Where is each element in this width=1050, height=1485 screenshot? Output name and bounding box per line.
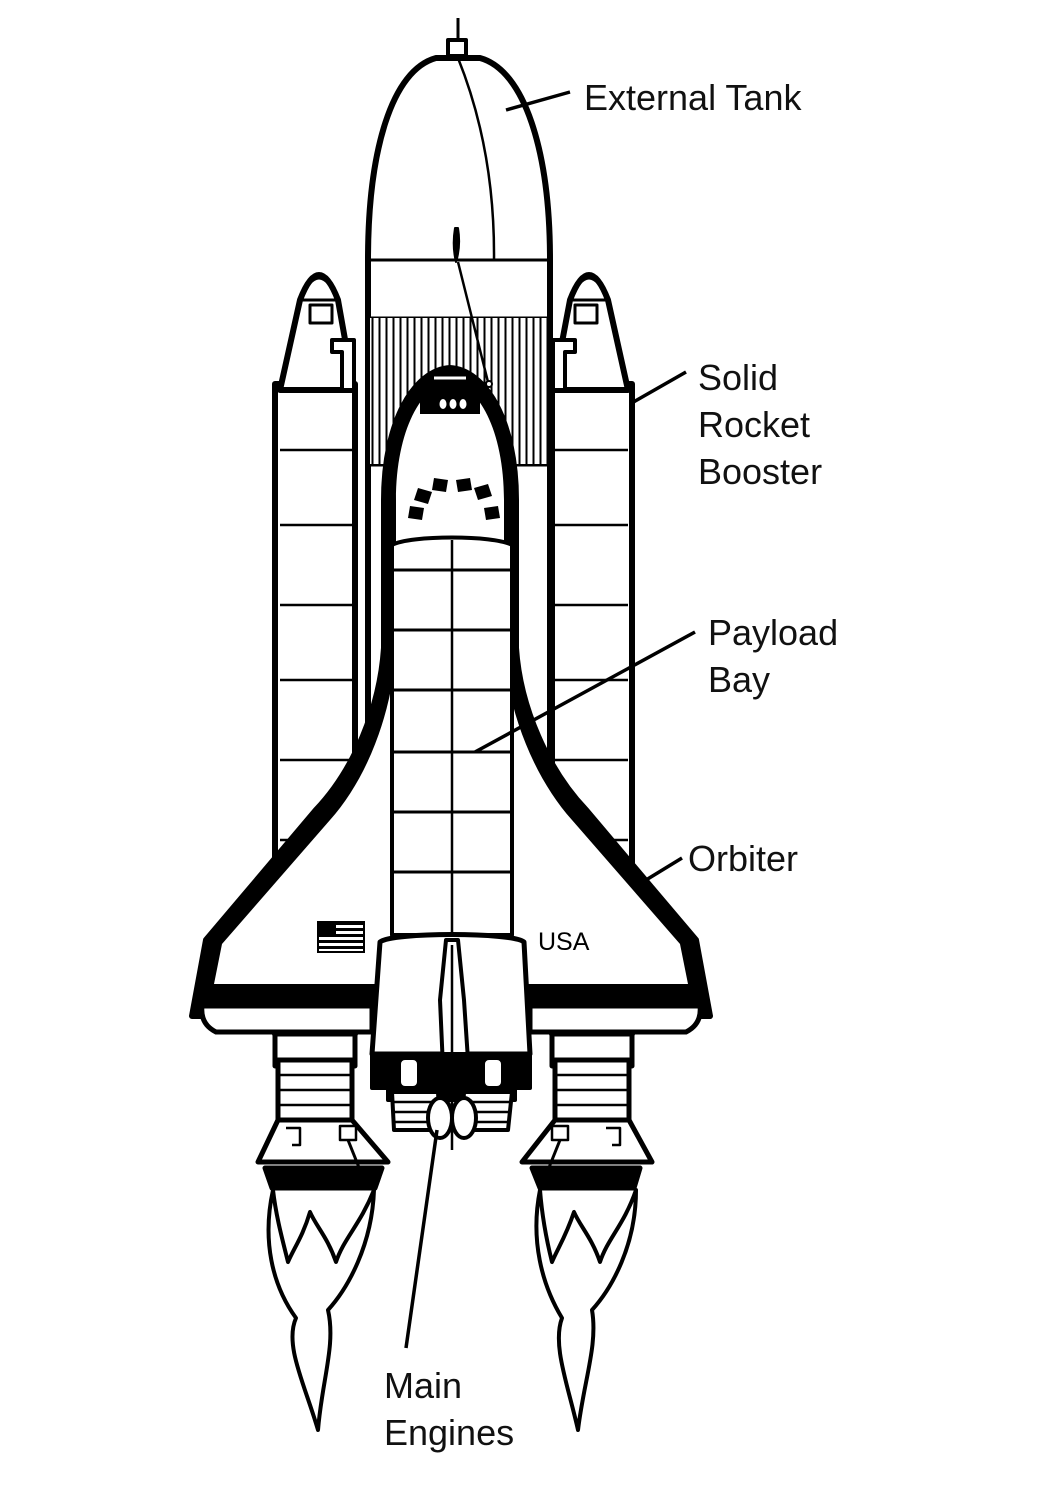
- label-solid-rocket-booster: Solid Rocket Booster: [698, 357, 823, 492]
- wing-marking-usa: USA: [538, 928, 590, 956]
- srb-nozzle-left: [255, 1031, 391, 1191]
- orbiter: [189, 365, 713, 1150]
- us-flag-icon: [317, 921, 365, 953]
- main-engines: [370, 1052, 532, 1140]
- leader-external-tank: [505, 90, 571, 112]
- label-main-engines: Main Engines: [384, 1365, 515, 1453]
- leader-main-engines: [404, 1129, 439, 1349]
- label-payload-bay: Payload Bay: [708, 612, 839, 700]
- payload-bay-doors: [390, 535, 514, 937]
- leader-lines: [404, 90, 696, 1349]
- leader-orbiter: [645, 856, 683, 882]
- exhaust-flame-right: [534, 1188, 638, 1432]
- leader-payload-bay: [474, 630, 696, 754]
- exhaust-flame-left: [266, 1188, 376, 1432]
- cockpit-windows: [408, 478, 500, 520]
- label-external-tank: External Tank: [584, 77, 802, 118]
- leader-srb: [629, 370, 687, 406]
- srb-nozzle-right: [519, 1031, 655, 1191]
- label-orbiter: Orbiter: [688, 838, 799, 879]
